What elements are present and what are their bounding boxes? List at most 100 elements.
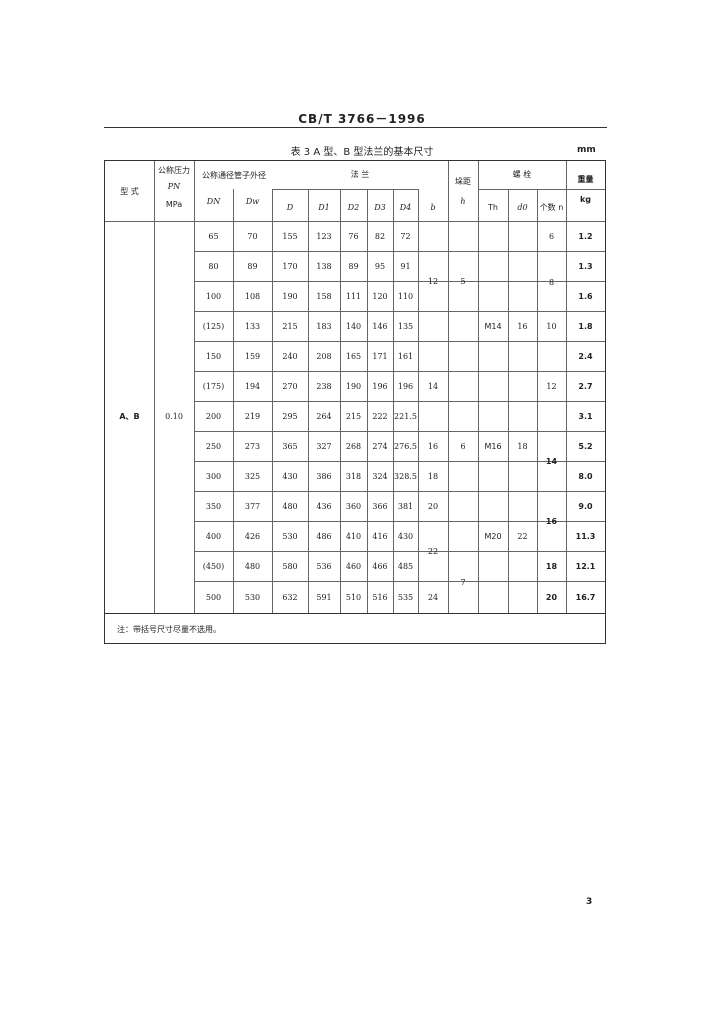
cell-weight: 1.6 <box>578 291 593 301</box>
h-value: 6 <box>460 441 466 451</box>
header-d2: D2 <box>347 202 360 212</box>
document-code: CB/T 3766－1996 <box>298 112 426 126</box>
grid-line <box>194 341 605 342</box>
th-value: M14 <box>484 321 502 331</box>
cell-d4: 72 <box>400 231 411 241</box>
grid-line <box>194 431 605 432</box>
th-value: M20 <box>484 531 502 541</box>
table-caption: 表 3 A 型、B 型法兰的基本尺寸 <box>290 147 434 158</box>
header-count: 个数 n <box>539 202 564 212</box>
grid-line <box>537 189 538 613</box>
cell-d4: 535 <box>397 592 414 602</box>
cell-dw: 70 <box>247 231 258 241</box>
cell-d2: 410 <box>345 531 362 541</box>
b-value: 16 <box>427 441 439 451</box>
cell-d3: 466 <box>372 561 388 571</box>
cell-d: 430 <box>282 471 298 481</box>
grid-line <box>194 461 605 462</box>
header-weight: 重量 <box>577 174 594 184</box>
bolt-count: 14 <box>545 456 558 466</box>
cell-dn: (175) <box>202 381 225 391</box>
header-weight-unit: kg <box>579 194 592 204</box>
cell-dn: (450) <box>202 561 225 571</box>
grid-line <box>566 161 567 613</box>
cell-dn: (125) <box>202 321 225 331</box>
cell-d2: 140 <box>345 321 362 331</box>
b-value: 24 <box>427 592 439 602</box>
cell-dn: 350 <box>205 501 222 511</box>
bolt-count: 6 <box>548 231 555 241</box>
cell-d: 580 <box>282 561 298 571</box>
cell-weight: 12.1 <box>575 561 596 571</box>
cell-d4: 161 <box>397 351 414 361</box>
cell-d: 530 <box>282 531 298 541</box>
grid-line <box>393 189 394 613</box>
cell-weight: 16.7 <box>575 592 596 602</box>
cell-dw: 426 <box>244 531 261 541</box>
cell-dn: 200 <box>205 411 222 421</box>
cell-d4: 91 <box>400 261 411 271</box>
header-dw: Dw <box>245 196 260 206</box>
cell-weight: 2.4 <box>578 351 593 361</box>
cell-d1: 436 <box>316 501 332 511</box>
cell-d: 365 <box>282 441 298 451</box>
th-value: M16 <box>484 441 502 451</box>
cell-dw: 377 <box>244 501 261 511</box>
grid-line <box>367 189 368 613</box>
cell-d1: 183 <box>316 321 332 331</box>
cell-dn: 500 <box>205 592 222 602</box>
grid-line <box>340 189 341 613</box>
header-d1: D1 <box>318 202 330 212</box>
cell-dw: 480 <box>244 561 261 571</box>
cell-d1: 327 <box>316 441 332 451</box>
cell-dw: 530 <box>244 592 261 602</box>
cell-dn: 65 <box>208 231 219 241</box>
flange-dimension-table: 型 式 公称压力 PN MPa 公称通径管子外径 法 兰 垛距 螺 栓 重量 k… <box>104 160 606 644</box>
grid-line <box>194 521 605 522</box>
cell-weight: 1.2 <box>578 231 593 241</box>
b-value: 22 <box>427 546 439 556</box>
cell-d2: 190 <box>345 381 362 391</box>
cell-weight: 11.3 <box>575 531 596 541</box>
cell-d4: 196 <box>397 381 414 391</box>
cell-d: 270 <box>282 381 298 391</box>
grid-line <box>233 189 234 613</box>
b-value: 20 <box>427 501 439 511</box>
cell-weight: 1.3 <box>578 261 593 271</box>
cell-dw: 89 <box>247 261 258 271</box>
d0-value: 18 <box>517 441 528 451</box>
cell-d2: 510 <box>345 592 362 602</box>
table-unit: mm <box>577 145 596 155</box>
header-pitch: 垛距 <box>455 176 471 186</box>
b-value: 14 <box>427 381 439 391</box>
b-value: 18 <box>427 471 439 481</box>
cell-dw: 194 <box>244 381 261 391</box>
header-dn-pipe: 公称通径管子外径 <box>202 170 266 180</box>
grid-line <box>194 371 605 372</box>
cell-d3: 324 <box>372 471 388 481</box>
cell-d3: 416 <box>372 531 388 541</box>
cell-dn: 150 <box>205 351 222 361</box>
cell-dn: 400 <box>205 531 222 541</box>
grid-line <box>194 401 605 402</box>
cell-d3: 516 <box>372 592 388 602</box>
pressure-value: 0.10 <box>165 411 183 421</box>
cell-dn: 300 <box>205 471 222 481</box>
cell-d4: 221.5 <box>394 411 417 421</box>
h-value: 5 <box>460 276 466 286</box>
cell-d: 240 <box>282 351 298 361</box>
table-note: 注：带括号尺寸尽量不选用。 <box>117 625 221 634</box>
bolt-count: 16 <box>545 516 558 526</box>
grid-line <box>194 251 605 252</box>
header-pressure-title: 公称压力 <box>158 165 190 175</box>
cell-d1: 536 <box>316 561 332 571</box>
cell-dn: 250 <box>205 441 222 451</box>
cell-d3: 146 <box>372 321 388 331</box>
cell-d4: 110 <box>397 291 414 301</box>
header-b: b <box>430 202 436 212</box>
grid-line <box>508 189 509 613</box>
b-value: 12 <box>427 276 439 286</box>
cell-d4: 381 <box>397 501 414 511</box>
note-divider <box>105 613 605 615</box>
header-h: h <box>460 196 466 206</box>
